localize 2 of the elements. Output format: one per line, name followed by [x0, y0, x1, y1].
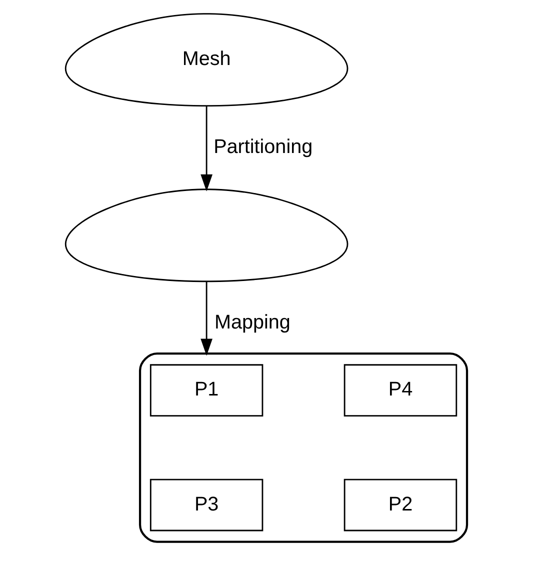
edge-label: Mapping: [214, 311, 290, 334]
edge-label: Partitioning: [213, 136, 312, 158]
